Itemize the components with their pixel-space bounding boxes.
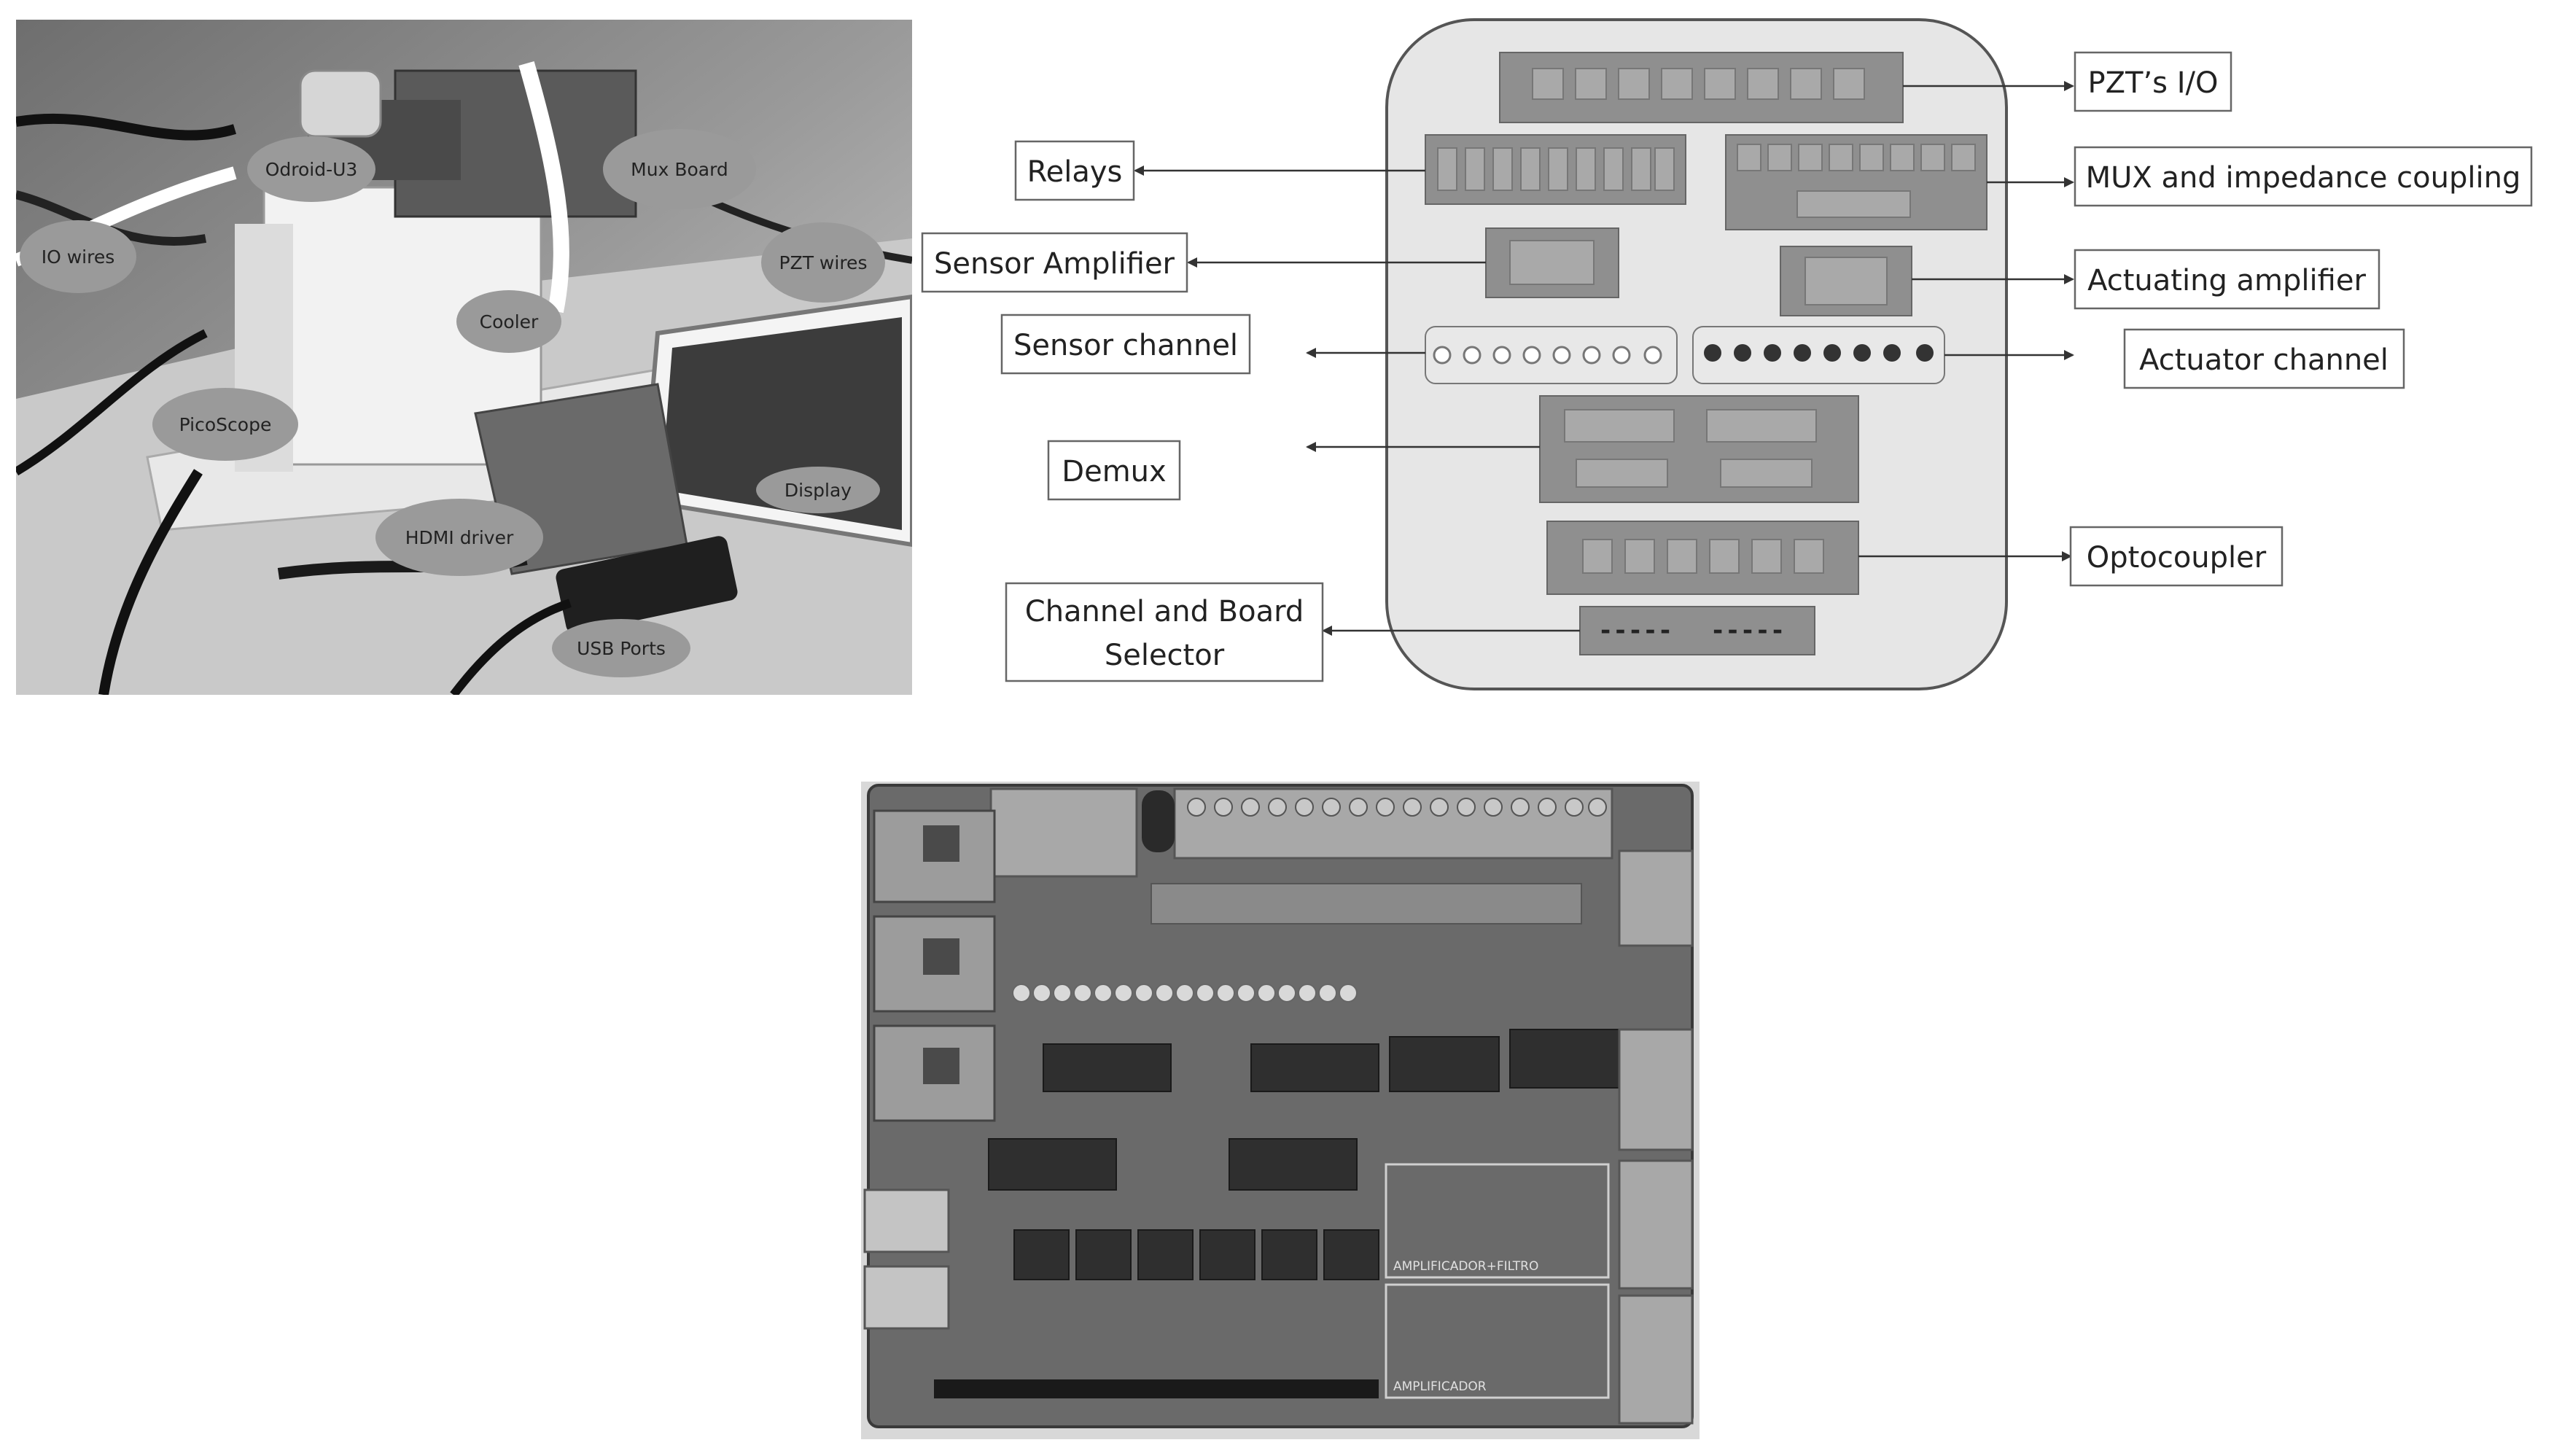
amp-outline [1385,1283,1610,1399]
relays-block [1425,134,1686,205]
label-picoscope: PicoScope [152,388,298,461]
optocoupler-chips [1013,1229,1379,1280]
demux-block [1539,395,1859,503]
label-mux-board-text: Mux Board [631,159,728,180]
left-terminals [863,1188,950,1330]
white-tie [518,61,569,314]
callout-pzt-io: PZT’s I/O [2088,66,2219,100]
label-io-wires-text: IO wires [42,246,115,268]
selector-marks-right: ----- [1710,616,1785,645]
optocoupler-block [1546,521,1859,595]
label-hdmi-driver: HDMI driver [375,499,543,576]
callout-box-optocoupler [2069,526,2284,587]
label-usb-ports-text: USB Ports [577,638,666,659]
setup-photo: Odroid-U3 Mux Board IO wires PZT wires C… [16,20,912,695]
callout-sensor-channel: Sensor channel [1013,329,1238,362]
callout-selector-line1: Channel and Board [1025,595,1304,628]
label-hdmi-driver-text: HDMI driver [405,527,514,548]
right-terminals [1618,849,1694,1425]
callout-box-demux [1047,440,1181,501]
label-picoscope-text: PicoScope [179,414,272,435]
ic-chips [988,1029,1620,1191]
callout-box-sensor-channel [1000,314,1251,375]
label-usb-ports: USB Ports [552,619,690,677]
label-display-text: Display [785,480,852,501]
callout-box-actuating-amplifier [2074,249,2380,310]
silkscreen-amp-filter: AMPLIFICADOR+FILTRO [1393,1259,1538,1274]
bottom-headers [934,1379,1379,1398]
led-row [1012,984,1358,1003]
selector-marks-left: ----- [1598,616,1673,645]
label-odroid-text: Odroid-U3 [265,159,358,180]
amplifier-modules [873,809,996,1122]
sensor-channel-block [1425,326,1678,384]
cable-4 [98,469,203,695]
callout-box-actuator-channel [2123,328,2405,389]
cable-1 [16,113,237,141]
callout-box-pzt-io [2074,51,2232,112]
callout-relays: Relays [1027,155,1123,189]
cable-6 [450,599,572,695]
label-io-wires: IO wires [20,220,136,293]
board-block-diagram: ----- ----- PZT’s I/O Relays MUX and imp… [921,18,2533,690]
callout-box-mux [2074,146,2533,207]
silkscreen-amp: AMPLIFICADOR [1393,1379,1487,1394]
capacitor [1142,790,1175,852]
callout-box-sensor-amplifier [921,232,1188,293]
label-display: Display [756,467,880,513]
callout-mux: MUX and impedance coupling [2086,161,2521,195]
mux-block [1725,134,1987,230]
callout-box-relays [1014,140,1135,201]
actuating-amplifier-block [1780,246,1912,316]
sensor-amplifier-block [1485,227,1619,298]
pzt-terminal-blocks [1173,787,1613,860]
power-terminal-block [989,787,1138,878]
filter-amp-outline [1385,1163,1610,1279]
fan [299,69,382,138]
label-odroid: Odroid-U3 [247,136,375,202]
pzt-io-block [1499,52,1904,123]
header-strip [1151,883,1582,924]
label-cooler-text: Cooler [480,311,539,332]
callout-actuating-amplifier: Actuating amplifier [2087,264,2366,297]
pcb-photo: AMPLIFICADOR+FILTRO AMPLIFICADOR [861,782,1700,1439]
callout-selector-line2: Selector [1105,639,1225,672]
label-cooler: Cooler [456,290,561,353]
cable-3 [16,329,208,476]
callout-box-selector [1005,582,1324,682]
callout-actuator-channel: Actuator channel [2139,343,2388,377]
amplifier-chips [923,825,959,1084]
selector-block: ----- ----- [1579,606,1815,655]
actuator-channel-block [1692,326,1945,384]
label-pzt-wires: PZT wires [761,222,885,303]
callout-demux: Demux [1062,455,1166,488]
callout-optocoupler: Optocoupler [2087,541,2267,575]
usb-hub [556,536,738,634]
callout-sensor-amplifier: Sensor Amplifier [934,247,1175,281]
label-pzt-wires-text: PZT wires [779,252,868,273]
label-mux-board: Mux Board [603,129,756,209]
